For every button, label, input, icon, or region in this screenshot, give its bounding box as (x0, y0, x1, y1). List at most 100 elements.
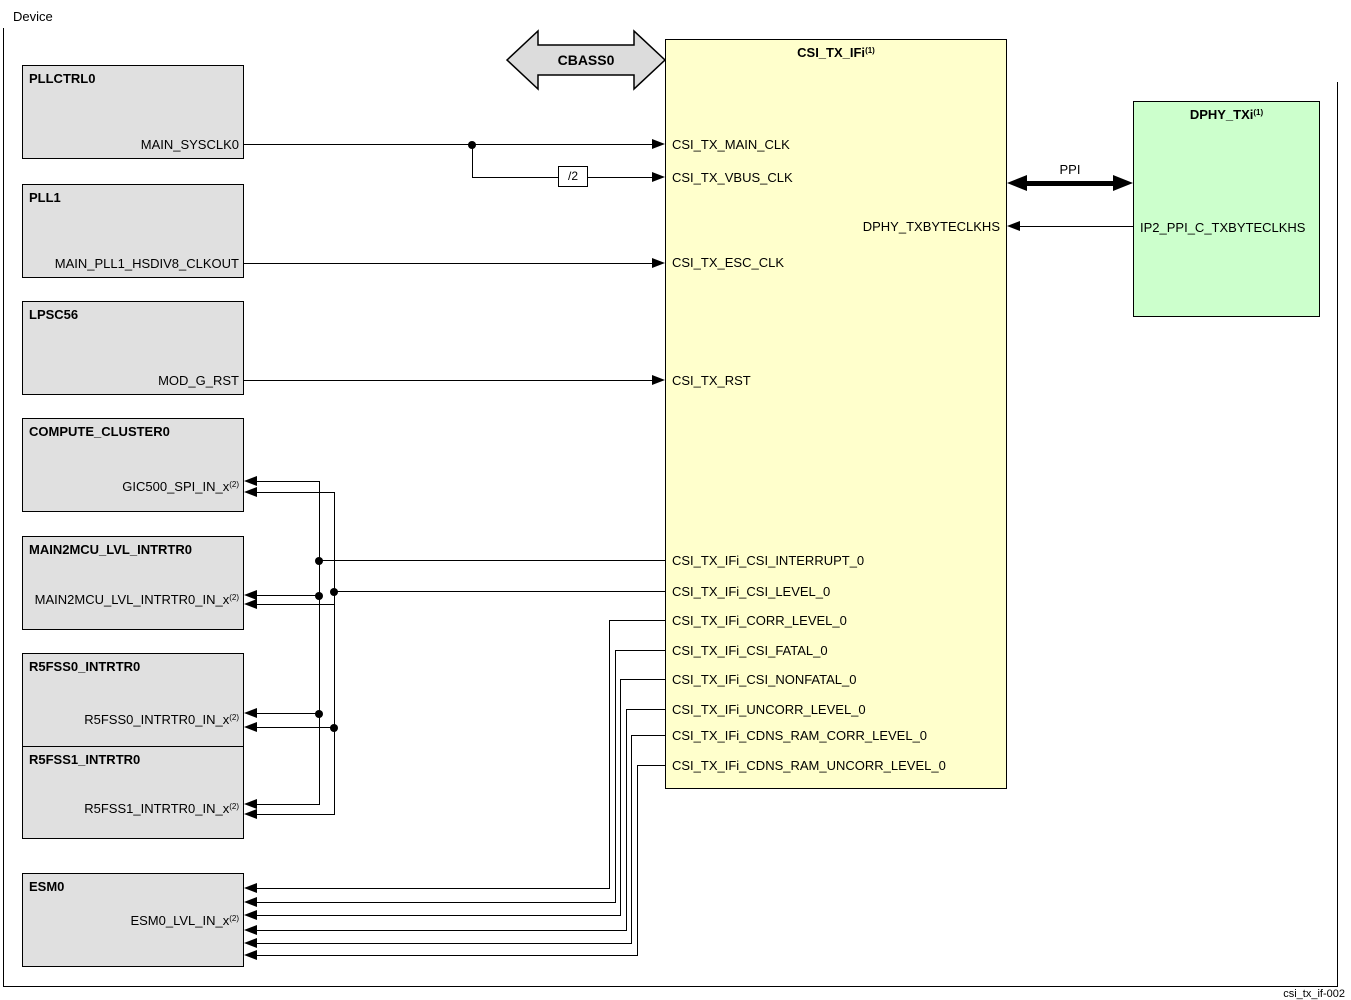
pllctrl0-signal: MAIN_SYSCLK0 (141, 137, 239, 152)
csi-tx-if-box-title: CSI_TX_IFi(1) (666, 45, 1006, 60)
wire-main-sysclk0 (244, 144, 653, 145)
compute-cluster0-signal: GIC500_SPI_IN_x(2) (122, 479, 239, 494)
csi-signal-csi-interrupt: CSI_TX_IFi_CSI_INTERRUPT_0 (672, 553, 865, 568)
csi-signal-cdns-ram-uncorr: CSI_TX_IFi_CDNS_RAM_UNCORR_LEVEL_0 (672, 758, 946, 773)
wire-gic500-top (256, 481, 320, 482)
wire-cdns-ram-corr-vertical (631, 735, 632, 943)
dphy-tx-box (1133, 101, 1320, 317)
wire-csi-nonfatal-top (620, 679, 665, 680)
wire-sysclk-branch-vertical (472, 144, 473, 178)
wire-csi-fatal-vertical (615, 650, 616, 902)
r5fss0-intrtr0-signal-text: R5FSS0_INTRTR0_IN_x (84, 712, 230, 727)
main2mcu-intrtr0-title: MAIN2MCU_LVL_INTRTR0 (29, 542, 192, 557)
arrowhead-vbus-clk (652, 172, 665, 182)
divide-by-2-box: /2 (558, 166, 588, 187)
csi-signal-uncorr-level: CSI_TX_IFi_UNCORR_LEVEL_0 (672, 702, 866, 717)
arrowhead-esm0-3 (244, 910, 257, 920)
wire-r5fss1-bottom (256, 814, 335, 815)
csi-signal-csi-level: CSI_TX_IFi_CSI_LEVEL_0 (672, 584, 831, 599)
wire-csi-interrupt-0 (319, 560, 665, 561)
arrowhead-dphy-txbyteclkhs (1007, 221, 1020, 231)
wire-uncorr-level-top (626, 709, 665, 710)
csi-signal-csi-fatal: CSI_TX_IFi_CSI_FATAL_0 (672, 643, 828, 658)
wire-main2mcu-top (256, 595, 320, 596)
wire-main2mcu-bottom (256, 604, 335, 605)
main2mcu-intrtr0-signal: MAIN2MCU_LVL_INTRTR0_IN_x(2) (35, 592, 239, 607)
arrowhead-r5fss1-top (244, 799, 257, 809)
csi-signal-esc-clk: CSI_TX_ESC_CLK (672, 255, 784, 270)
csi-signal-rst: CSI_TX_RST (672, 373, 751, 388)
junction-dot-interrupt-r5fss0 (315, 710, 323, 718)
r5fss1-intrtr0-box: R5FSS1_INTRTR0 R5FSS1_INTRTR0_IN_x(2) (22, 746, 244, 839)
wire-cdns-ram-uncorr-top (637, 765, 665, 766)
wire-uncorr-level-vertical (626, 709, 627, 930)
arrowhead-main2mcu-bottom (244, 599, 257, 609)
arrowhead-main2mcu-top (244, 590, 257, 600)
footer-code: csi_tx_if-002 (1283, 988, 1345, 1000)
arrowhead-esm0-2 (244, 897, 257, 907)
wire-ip2-ppi-c-txbyteclkhs (1019, 226, 1133, 227)
pllctrl0-title: PLLCTRL0 (29, 71, 96, 86)
compute-cluster0-signal-footnote: (2) (229, 480, 239, 489)
arrowhead-r5fss0-bottom (244, 722, 257, 732)
wire-main-pll1-hsdiv8-clkout (244, 263, 653, 264)
wire-corr-level-to-esm0 (256, 888, 610, 889)
arrowhead-esm0-5 (244, 938, 257, 948)
r5fss0-intrtr0-signal-footnote: (2) (229, 713, 239, 722)
wire-r5fss0-top (256, 713, 320, 714)
main2mcu-intrtr0-signal-text: MAIN2MCU_LVL_INTRTR0_IN_x (34, 592, 230, 607)
junction-dot-interrupt-source (315, 557, 323, 565)
esm0-signal-footnote: (2) (229, 914, 239, 923)
r5fss1-intrtr0-signal: R5FSS1_INTRTR0_IN_x(2) (84, 801, 239, 816)
main2mcu-intrtr0-signal-footnote: (2) (229, 593, 239, 602)
arrowhead-esm0-1 (244, 883, 257, 893)
ppi-arrowhead-left (1007, 175, 1027, 191)
ppi-label: PPI (1059, 162, 1081, 177)
bus-interrupt-vertical (319, 481, 320, 805)
cbass0-label: CBASS0 (557, 52, 615, 68)
arrowhead-gic500-top (244, 476, 257, 486)
lpsc56-signal-text: MOD_G_RST (158, 373, 239, 388)
esm0-signal-text: ESM0_LVL_IN_x (130, 913, 230, 928)
wire-csi-fatal-top (615, 650, 665, 651)
wire-corr-level-vertical (609, 620, 610, 888)
r5fss0-intrtr0-box: R5FSS0_INTRTR0 R5FSS0_INTRTR0_IN_x(2) (22, 653, 244, 747)
compute-cluster0-signal-text: GIC500_SPI_IN_x (122, 479, 230, 494)
junction-dot-level-r5fss0 (330, 724, 338, 732)
junction-dot-interrupt-main2mcu (315, 592, 323, 600)
csi-tx-if-title-text: CSI_TX_IFi (797, 45, 866, 60)
pll1-signal-text: MAIN_PLL1_HSDIV8_CLKOUT (54, 256, 239, 271)
r5fss0-intrtr0-title: R5FSS0_INTRTR0 (29, 659, 141, 674)
device-border-bottom (3, 986, 1338, 987)
arrowhead-esc-clk (652, 258, 665, 268)
compute-cluster0-box: COMPUTE_CLUSTER0 GIC500_SPI_IN_x(2) (22, 418, 244, 512)
esm0-box: ESM0 ESM0_LVL_IN_x(2) (22, 873, 244, 967)
wire-cdns-ram-corr-top (631, 735, 665, 736)
arrowhead-tx-rst (652, 375, 665, 385)
lpsc56-signal: MOD_G_RST (158, 373, 239, 388)
arrowhead-main-clk (652, 139, 665, 149)
r5fss0-intrtr0-signal: R5FSS0_INTRTR0_IN_x(2) (84, 712, 239, 727)
csi-signal-vbus-clk: CSI_TX_VBUS_CLK (672, 170, 793, 185)
main2mcu-intrtr0-box: MAIN2MCU_LVL_INTRTR0 MAIN2MCU_LVL_INTRTR… (22, 536, 244, 630)
lpsc56-box: LPSC56 MOD_G_RST (22, 301, 244, 395)
wire-uncorr-level-to-esm0 (256, 930, 627, 931)
csi-signal-csi-nonfatal: CSI_TX_IFi_CSI_NONFATAL_0 (672, 672, 857, 687)
csi-tx-if-title-footnote: (1) (865, 46, 875, 55)
device-border-left (3, 28, 4, 986)
wire-cdns-ram-uncorr-to-esm0 (256, 955, 638, 956)
pll1-box: PLL1 MAIN_PLL1_HSDIV8_CLKOUT (22, 184, 244, 278)
r5fss1-intrtr0-signal-text: R5FSS1_INTRTR0_IN_x (84, 801, 230, 816)
junction-dot-level-source (330, 588, 338, 596)
csi-signal-cdns-ram-corr: CSI_TX_IFi_CDNS_RAM_CORR_LEVEL_0 (672, 728, 928, 743)
esm0-title: ESM0 (29, 879, 65, 894)
wire-csi-nonfatal-to-esm0 (256, 915, 621, 916)
device-border-right (1337, 82, 1338, 986)
wire-r5fss0-bottom (256, 727, 335, 728)
wire-csi-level-0 (334, 591, 665, 592)
wire-mod-g-rst (244, 380, 653, 381)
wire-corr-level-top (609, 620, 665, 621)
csi-signal-main-clk: CSI_TX_MAIN_CLK (672, 137, 790, 152)
wire-cdns-ram-corr-to-esm0 (256, 943, 632, 944)
